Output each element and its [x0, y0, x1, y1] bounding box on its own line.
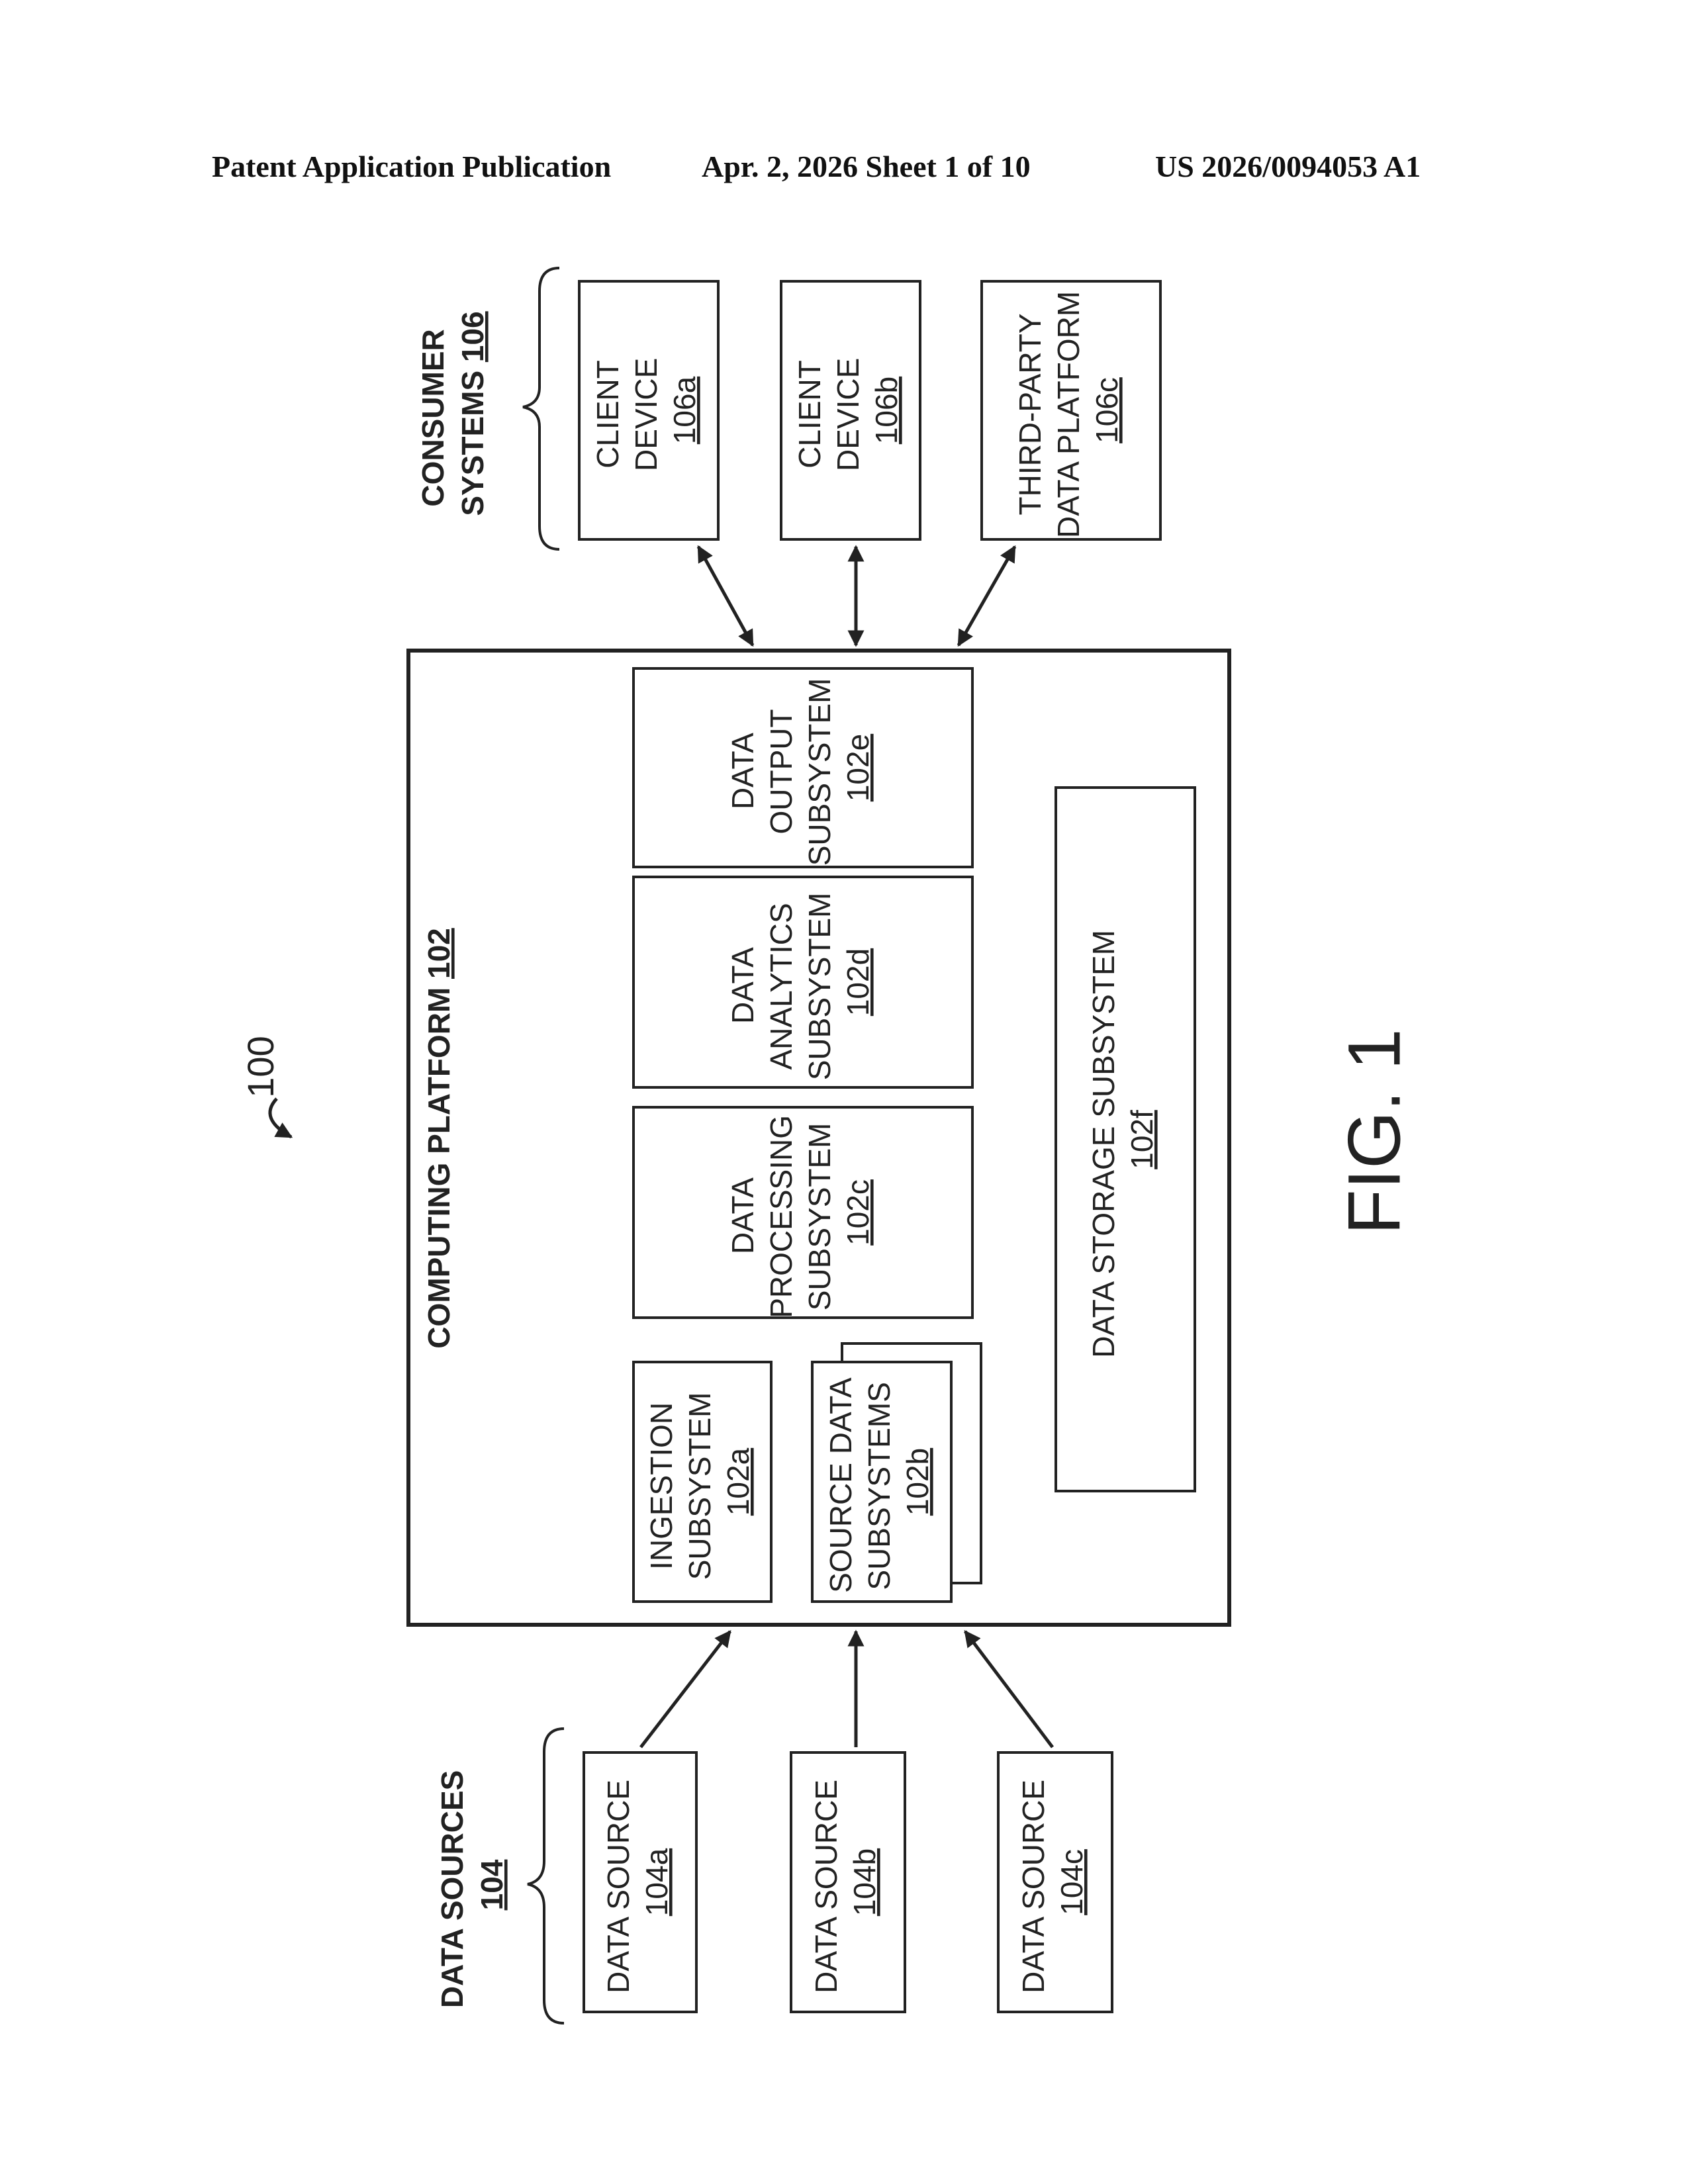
data-sources-brace [528, 1729, 564, 2023]
data-source-104a: DATA SOURCE 104a [584, 1752, 696, 2012]
data-analytics-subsystem-102d: DATA ANALYTICS SUBSYSTEM 102d [633, 877, 972, 1087]
arrow-104c-platform [965, 1631, 1053, 1747]
source-data-subsystems-102b: SOURCE DATA SUBSYSTEMS 102b [812, 1343, 981, 1602]
arrow-104a-platform [641, 1631, 730, 1747]
data-source-104c: DATA SOURCE 104c [998, 1752, 1112, 2012]
consumer-systems-label: CONSUMER SYSTEMS 106 [416, 311, 490, 516]
system-reference-100: 100 [240, 1036, 291, 1137]
svg-text:CONSUMER SYSTEMS 106: CONSUMER SYSTEMS 106 [416, 311, 490, 516]
client-device-106b: CLIENT DEVICE 106b [781, 281, 920, 539]
data-output-subsystem-102e: DATA OUTPUT SUBSYSTEM 102e [633, 668, 972, 867]
arrow-106c-platform [959, 547, 1015, 645]
svg-text:100: 100 [240, 1036, 281, 1097]
ingestion-subsystem-102a: INGESTION SUBSYSTEM 102a [633, 1362, 771, 1602]
third-party-data-platform-106c: THIRD-PARTY DATA PLATFORM 106c [982, 281, 1160, 539]
client-device-106a: CLIENT DEVICE 106a [579, 281, 718, 539]
arrow-106a-platform [698, 547, 753, 645]
consumer-systems-brace [523, 268, 559, 549]
figure-caption: FIG. 1 [1333, 1028, 1416, 1234]
computing-platform-label: COMPUTING PLATFORM 102 [422, 928, 456, 1349]
data-processing-subsystem-102c: DATA PROCESSING SUBSYSTEM 102c [633, 1107, 972, 1318]
data-sources-label: DATA SOURCES 104 [435, 1762, 509, 2008]
data-source-104b: DATA SOURCE 104b [791, 1752, 905, 2012]
svg-text:DATA SOURCES 104: DATA SOURCES 104 [435, 1762, 509, 2008]
data-storage-subsystem-102f: DATA STORAGE SUBSYSTEM 102f [1056, 788, 1195, 1491]
svg-text:COMPUTING PLATFORM 102: COMPUTING PLATFORM 102 [422, 928, 456, 1349]
